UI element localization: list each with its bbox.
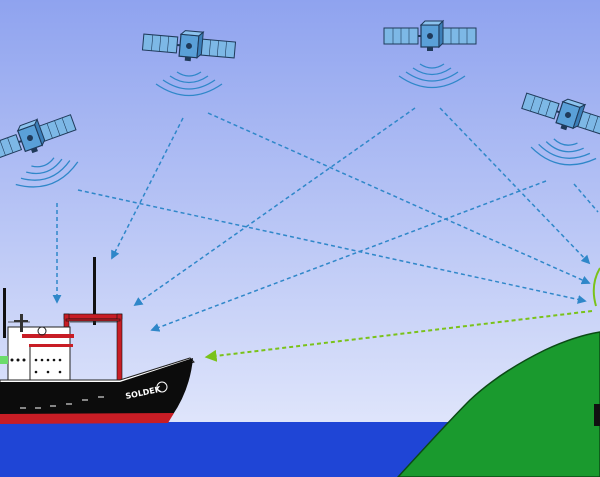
satellite-signals: [52, 107, 599, 332]
signal-sat1-station: [77, 189, 587, 304]
antenna-station-icon: [592, 267, 600, 426]
ship-mast-rear: [3, 288, 6, 338]
hill: [396, 331, 600, 477]
ship-mast-front: [93, 257, 96, 325]
correction-signal: [204, 310, 593, 362]
signal-sat4-ship: [150, 180, 547, 332]
signal-sat3-station: [439, 107, 591, 265]
sky: [0, 0, 600, 425]
ship-waterline: [0, 413, 174, 424]
signal-sat2-ship: [111, 117, 184, 260]
ship: SOLDEK: [0, 257, 195, 424]
signal-sat3-ship: [133, 107, 416, 307]
signal-sat4-station: [573, 183, 599, 213]
anchor-icon: [156, 381, 168, 393]
ship-hull: [0, 358, 193, 418]
